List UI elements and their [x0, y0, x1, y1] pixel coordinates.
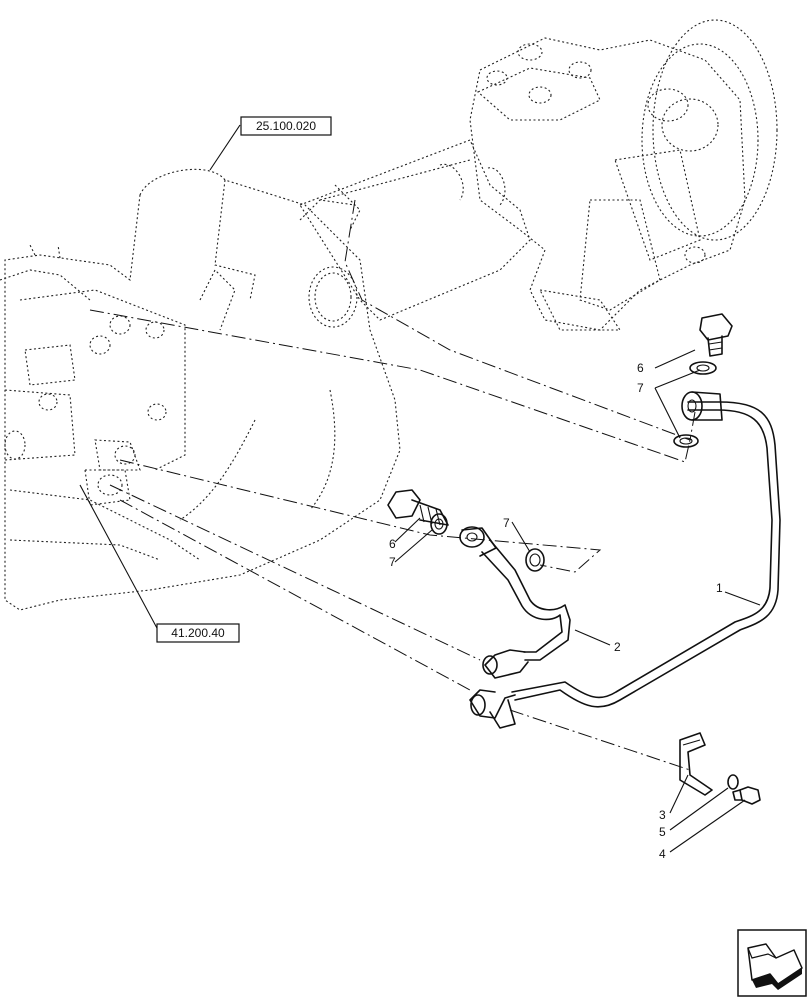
- callout-7-mid: 7: [503, 516, 510, 530]
- washer-upper: [689, 361, 717, 375]
- reference-label-upper: 25.100.020: [256, 119, 316, 133]
- reference-box-upper[interactable]: 25.100.020: [240, 116, 332, 136]
- washer-part-5: [727, 774, 739, 790]
- tube-part-2: [459, 526, 571, 679]
- leader-lines: [79, 124, 761, 853]
- tube-part-1: [469, 391, 781, 729]
- washer-lower: [673, 434, 699, 448]
- axle-housing-ghost: [0, 19, 778, 611]
- banjo-bolt-left: [387, 489, 449, 526]
- callout-2: 2: [614, 640, 621, 654]
- assembly-centerlines: [89, 199, 696, 771]
- bolt-part-4: [732, 786, 761, 805]
- reference-label-lower: 41.200.40: [171, 626, 225, 640]
- callout-4: 4: [659, 847, 666, 861]
- next-page-arrow-icon[interactable]: [737, 929, 807, 997]
- washer-mid: [525, 548, 545, 572]
- reference-box-lower[interactable]: 41.200.40: [156, 623, 240, 643]
- callout-6-upper: 6: [637, 361, 644, 375]
- callout-7-left: 7: [389, 555, 396, 569]
- banjo-bolt-upper: [699, 313, 733, 357]
- callout-7-upper: 7: [637, 381, 644, 395]
- callout-3: 3: [659, 808, 666, 822]
- washer-left: [430, 513, 448, 535]
- callout-5: 5: [659, 825, 666, 839]
- clamp-part-3: [679, 732, 713, 796]
- callout-6-left: 6: [389, 537, 396, 551]
- callout-1: 1: [716, 581, 723, 595]
